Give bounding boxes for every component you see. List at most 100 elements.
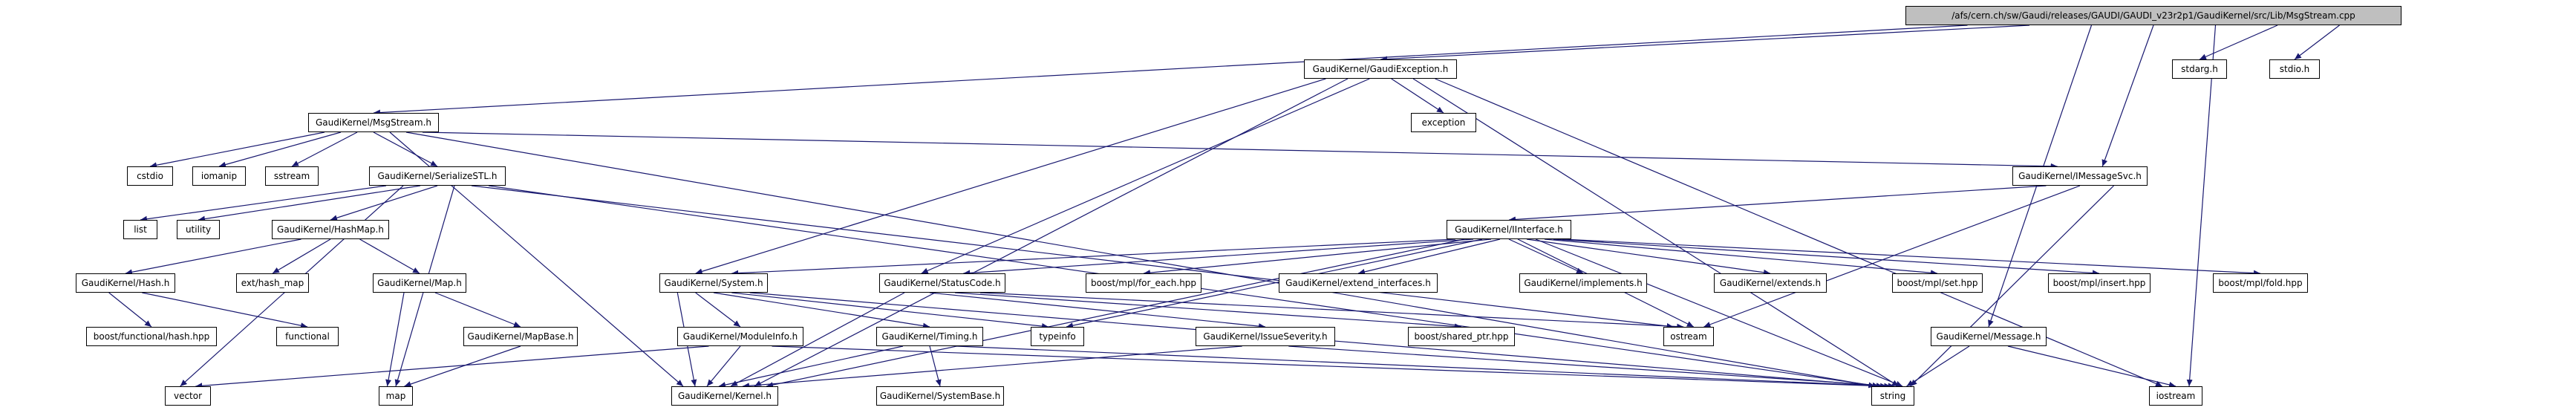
include-edge-statuscode-to-issueseverity [929,292,1266,330]
graph-node-kernel[interactable]: GaudiKernel/Kernel.h [671,386,778,406]
graph-node-stdio[interactable]: stdio.h [2269,59,2320,79]
include-edge-iinterface-to-implements [1508,238,1584,274]
include-edge-gaudiexception-to-statuscode [921,78,1370,274]
graph-node-implements[interactable]: GaudiKernel/implements.h [1519,273,1647,293]
include-edge-map_h-to-mapbase [434,292,521,328]
graph-node-mplinsert[interactable]: boost/mpl/insert.hpp [2048,273,2151,293]
graph-node-issueseverity[interactable]: GaudiKernel/IssueSeverity.h [1196,327,1335,346]
include-edge-mapbase-to-map [404,345,521,387]
graph-node-timing[interactable]: GaudiKernel/Timing.h [876,327,983,346]
include-edge-system-to-timing [713,292,930,329]
graph-node-map_h[interactable]: GaudiKernel/Map.h [373,273,466,293]
include-edge-moduleinfo-to-vector [195,345,709,389]
include-edge-message-to-iostream [2007,345,2176,388]
graph-node-msgstream_h[interactable]: GaudiKernel/MsgStream.h [308,113,439,132]
include-edge-msgstream_h-to-cstdio [149,131,325,169]
include-edge-serializestl-to-list [140,185,387,222]
graph-node-system[interactable]: GaudiKernel/System.h [659,273,768,293]
graph-node-ostream[interactable]: ostream [1663,327,1714,346]
include-edge-serializestl-to-utility [198,185,421,222]
graph-node-serializestl[interactable]: GaudiKernel/SerializeSTL.h [369,166,506,186]
include-edge-cpp-to-msgstream_h [373,25,1968,116]
include-edge-msgstream_h-to-serializestl [373,131,438,167]
graph-node-hash[interactable]: GaudiKernel/Hash.h [76,273,175,293]
include-edge-timing-to-string [956,345,1891,389]
graph-node-typeinfo[interactable]: typeinfo [1031,327,1084,346]
include-edge-msgstream_h-to-imessagesvc [422,131,2058,169]
graph-node-mplset[interactable]: boost/mpl/set.hpp [1892,273,1983,293]
include-edge-cpp-to-gaudiexception [1380,25,2030,62]
include-edge-timing-to-systembase [929,345,942,387]
include-edge-iinterface-to-mplinsert [1553,238,2100,276]
include-edge-cpp-to-imessagesvc [2101,25,2154,167]
graph-node-boosthash[interactable]: boost/functional/hash.hpp [86,327,217,346]
graph-node-sharedptr[interactable]: boost/shared_ptr.hpp [1408,327,1515,346]
include-edge-statuscode-to-sharedptr [954,292,1462,330]
include-edge-hash-to-functional [142,292,308,329]
graph-node-cstdio[interactable]: cstdio [127,166,173,186]
graph-node-exception[interactable]: exception [1411,113,1476,132]
include-edge-iinterface-to-statuscode [963,238,1474,276]
include-edge-iinterface-to-typeinfo [1066,238,1483,329]
graph-node-moduleinfo[interactable]: GaudiKernel/ModuleInfo.h [677,327,803,346]
graph-node-extendinterfaces[interactable]: GaudiKernel/extend_interfaces.h [1279,273,1438,293]
include-edge-serializestl-to-ostream [471,185,1674,329]
include-edge-gaudiexception-to-exception [1391,78,1444,114]
include-edge-iinterface-to-extendinterfaces [1357,238,1501,275]
graph-node-exthashmap[interactable]: ext/hash_map [236,273,309,293]
include-edge-msgstream_h-to-iomanip [218,131,342,168]
include-edge-iinterface-to-foreach [1143,238,1492,276]
include-edge-map_h-to-map [385,292,405,387]
graph-node-iinterface[interactable]: GaudiKernel/IInterface.h [1447,220,1571,239]
include-edge-imessagesvc-to-ostream [1703,185,2081,328]
graph-node-utility[interactable]: utility [177,220,220,239]
include-edge-iinterface-to-mplset [1544,238,1938,276]
graph-node-vector[interactable]: vector [165,386,211,406]
graph-node-iostream[interactable]: iostream [2149,386,2202,406]
graph-node-hashmap[interactable]: GaudiKernel/HashMap.h [272,220,389,239]
include-edge-iinterface-to-extends [1526,238,1771,276]
include-edge-gaudiexception-to-string [1412,78,1900,387]
include-edge-imessagesvc-to-iinterface [1508,185,2047,223]
include-edge-gaudiexception-to-kernel [754,78,1349,387]
include-edge-moduleinfo-to-string [772,345,1888,389]
graph-node-mapbase[interactable]: GaudiKernel/MapBase.h [463,327,578,346]
graph-node-string[interactable]: string [1871,386,1914,406]
graph-node-mplfold[interactable]: boost/mpl/fold.hpp [2213,273,2308,293]
graph-node-sstream[interactable]: sstream [265,166,319,186]
graph-node-gaudiexception[interactable]: GaudiKernel/GaudiException.h [1304,59,1457,79]
graph-node-extends[interactable]: GaudiKernel/extends.h [1714,273,1827,293]
include-edge-iinterface-to-string [1535,238,1903,387]
graph-node-stdarg[interactable]: stdarg.h [2172,59,2227,79]
include-edge-msgstream_h-to-string [405,131,1876,389]
include-edge-statuscode-to-kernel [730,292,905,387]
graph-node-foreach[interactable]: boost/mpl/for_each.hpp [1086,273,1201,293]
include-edge-timing-to-kernel [718,345,904,388]
graph-node-message[interactable]: GaudiKernel/Message.h [1931,327,2047,346]
include-edge-iinterface-to-mplfold [1562,238,2261,276]
include-edge-msgstream_h-to-sstream [291,131,358,167]
graph-node-imessagesvc[interactable]: GaudiKernel/IMessageSvc.h [2012,166,2148,186]
graph-node-iomanip[interactable]: iomanip [192,166,246,186]
include-edge-statuscode-to-ostream [979,292,1684,330]
include-edge-hashmap-to-map_h [359,238,420,274]
include-edge-hashmap-to-exthashmap [272,238,331,274]
include-edge-iinterface-to-kernel [766,238,1465,389]
include-edge-gaudiexception-to-system [695,78,1326,275]
include-edge-issueseverity-to-kernel [742,345,1242,389]
include-edge-iinterface-to-system [731,238,1456,276]
graph-node-map[interactable]: map [379,386,413,406]
include-edge-imessagesvc-to-string [1910,185,2114,387]
include-edge-issueseverity-to-string [1288,345,1895,389]
include-edge-moduleinfo-to-kernel [706,345,741,387]
include-edge-cpp-to-stdio [2294,25,2340,60]
include-edge-hash-to-boosthash [108,292,152,328]
graph-node-statuscode[interactable]: GaudiKernel/StatusCode.h [879,273,1005,293]
include-edge-cpp-to-iostream [2186,25,2217,387]
include-edge-cpp-to-stdarg [2199,25,2278,60]
graph-node-functional[interactable]: functional [276,327,339,346]
graph-node-systembase[interactable]: GaudiKernel/SystemBase.h [876,386,1004,406]
graph-node-list[interactable]: list [123,220,157,239]
